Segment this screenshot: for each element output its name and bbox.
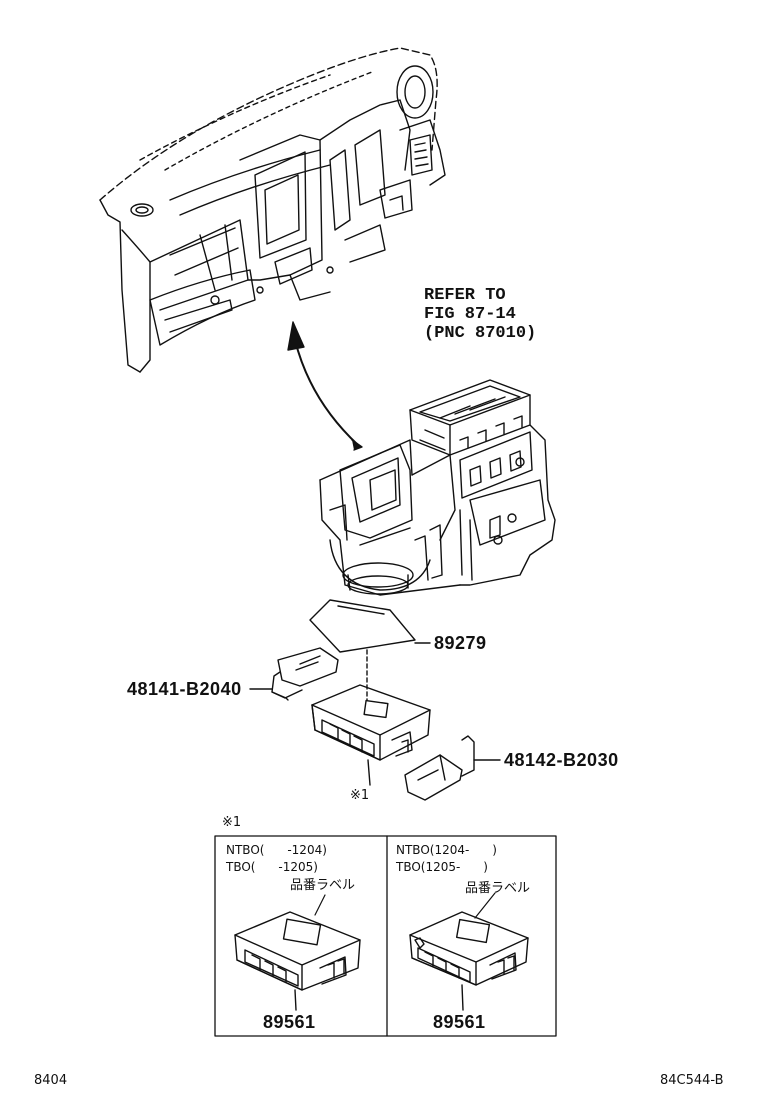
detail-right-label-tag: 品番ラベル [465, 881, 531, 896]
callout-sheet-89279[interactable]: 89279 [434, 633, 487, 653]
detail-left-part-number[interactable]: 89561 [263, 1012, 316, 1032]
bracket-48142-drawing [404, 735, 501, 801]
callout-bracket-48141[interactable]: 48141-B2040 [127, 679, 242, 699]
detail-frame [214, 835, 557, 1037]
detail-module-left-drawing [234, 911, 361, 1011]
footer-right-code: 84C544-B [660, 1073, 724, 1088]
bracket-48141-drawing [249, 647, 339, 701]
refer-note-line2: FIG 87-14 [424, 305, 516, 324]
instrument-panel-drawing [99, 47, 446, 373]
refer-note-line1: REFER TO [424, 286, 506, 305]
detail-left-label-tag: 品番ラベル [290, 878, 356, 893]
callout-bracket-48142[interactable]: 48142-B2030 [504, 750, 619, 770]
detail-module-right-drawing [409, 911, 529, 1011]
detail-right-line1: NTBO(1204- ) [396, 843, 497, 857]
detail-mark: ※1 [222, 815, 242, 830]
detail-left-line1: NTBO( -1204) [226, 843, 327, 857]
heater-unit-drawing [319, 379, 556, 596]
detail-right-line2: TBO(1205- ) [396, 860, 488, 874]
footer-left-code: 8404 [34, 1073, 68, 1088]
sheet-89279-drawing [309, 599, 431, 701]
install-direction-arrow [287, 321, 363, 451]
refer-note-line3: (PNC 87010) [424, 324, 537, 343]
detail-right-part-number[interactable]: 89561 [433, 1012, 486, 1032]
control-module-drawing [311, 684, 431, 786]
module-reference-mark: ※1 [350, 788, 370, 803]
detail-left-line2: TBO( -1205) [226, 860, 318, 874]
